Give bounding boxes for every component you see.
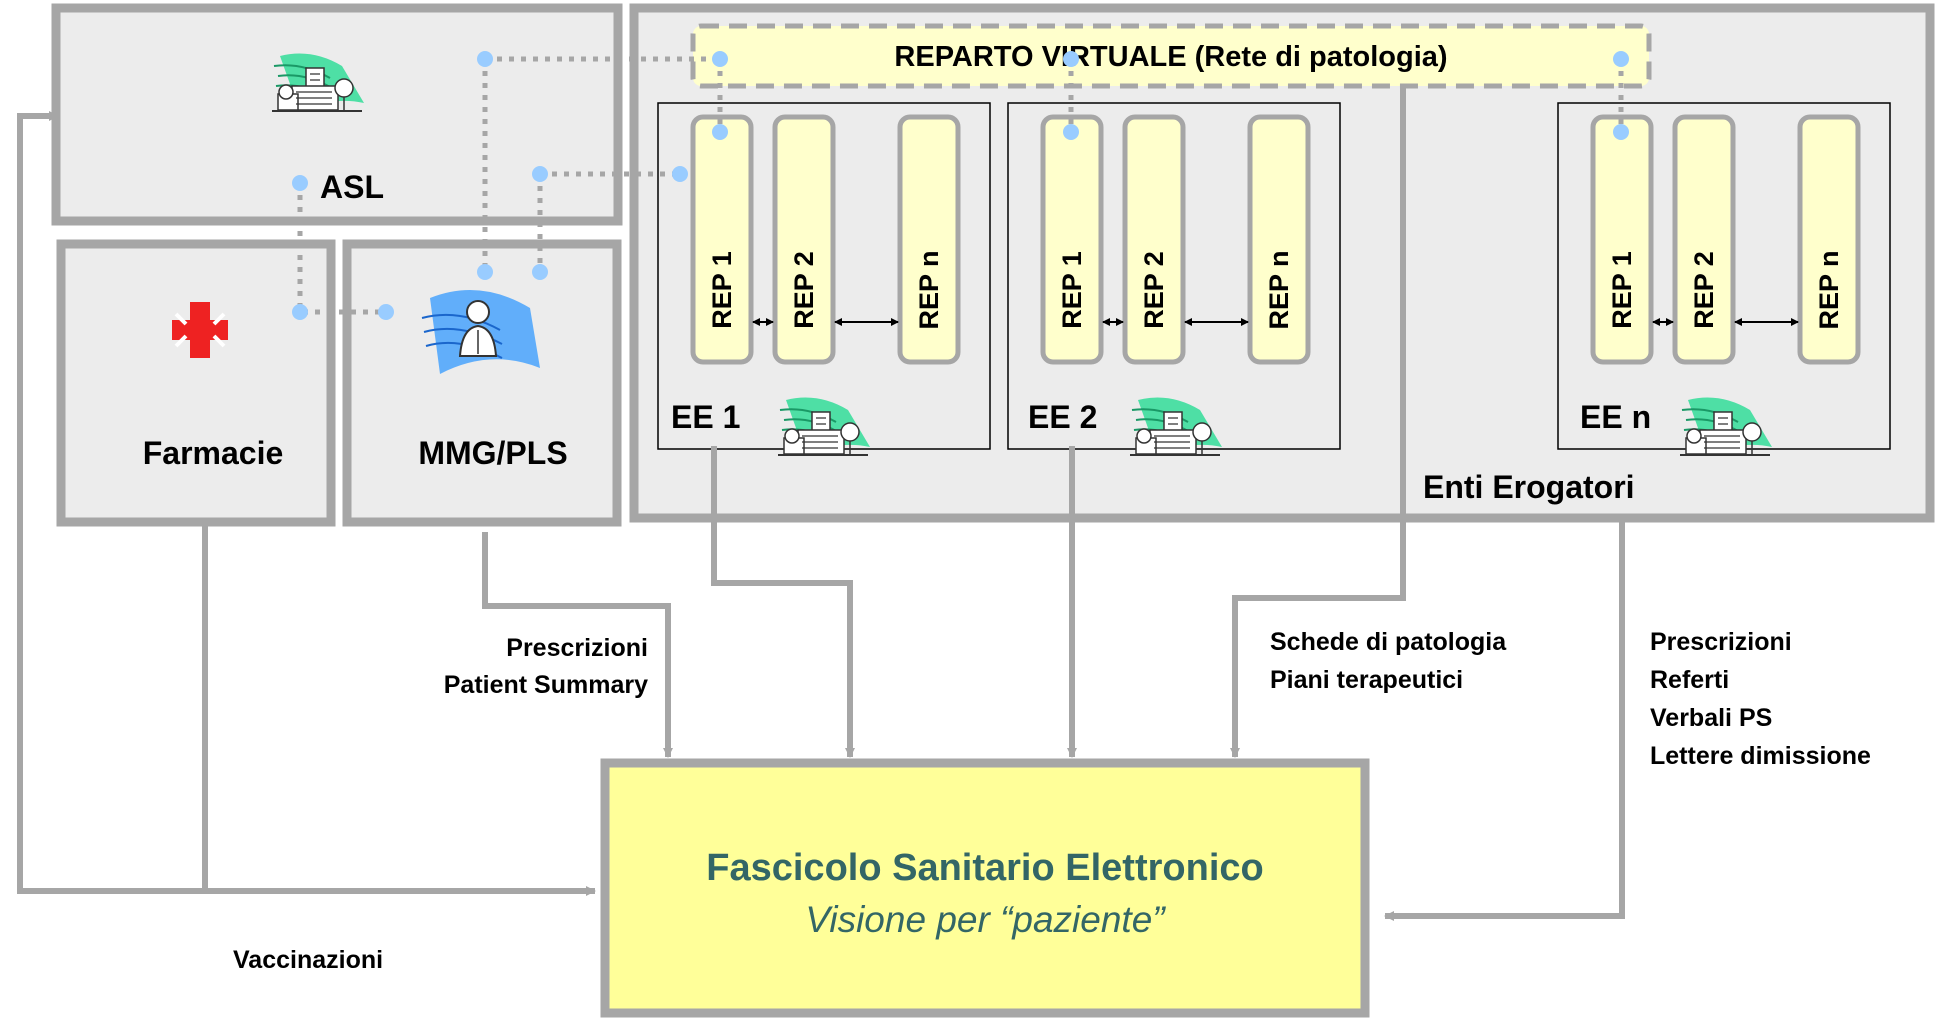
rep-box — [690, 114, 754, 365]
reparto-virtuale-label: REPARTO VIRTUALE (Rete di patologia) — [894, 41, 1447, 73]
rep-columns: REP 1 REP 2 REP n REP 1 REP 2 REP n REP 1 REP 2… — [690, 114, 1861, 365]
rep-box — [1247, 114, 1311, 365]
een-flow-label-1: Prescrizioni — [1650, 628, 1792, 656]
rep-label: REP 1 — [707, 251, 737, 329]
doctor-icon — [421, 290, 540, 374]
rep-box — [1590, 114, 1654, 365]
farmacie-box — [56, 239, 336, 527]
rep-label: REP 2 — [1139, 251, 1169, 329]
rep-box — [1797, 114, 1861, 365]
flow-arrows — [17, 88, 1625, 921]
connection-dots — [292, 51, 1629, 320]
farmacie-flow-label: Vaccinazioni — [233, 946, 383, 974]
rep-box — [897, 114, 961, 365]
rep-label: REP 1 — [1607, 251, 1637, 329]
fse-title: Fascicolo Sanitario Elettronico — [706, 847, 1263, 889]
farmacie-label: Farmacie — [143, 435, 284, 471]
een-flow-label-3: Verbali PS — [1650, 704, 1772, 732]
rep-label: REP 2 — [1689, 251, 1719, 329]
fse-subtitle: Visione per “paziente” — [805, 899, 1166, 940]
ee-n-label: EE n — [1580, 399, 1651, 435]
enti-erogatori-label: Enti Erogatori — [1423, 469, 1635, 505]
een-flow-label-4: Lettere dimissione — [1650, 742, 1871, 770]
rep-box — [1122, 114, 1186, 365]
dotted-connections — [297, 56, 1624, 315]
mmg-flow-label-1: Prescrizioni — [506, 634, 648, 662]
asl-label: ASL — [320, 169, 384, 205]
pharmacy-cross-icon — [172, 302, 228, 358]
rete-flow-label-2: Piani terapeutici — [1270, 666, 1463, 694]
rep-box — [1672, 114, 1736, 365]
rep-label: REP n — [1264, 250, 1294, 329]
ee-1-label: EE 1 — [671, 399, 740, 435]
rep-label: REP n — [914, 250, 944, 329]
fse-box — [600, 758, 1370, 1018]
mmg-flow-label-2: Patient Summary — [444, 671, 648, 699]
mmg-box — [342, 239, 622, 527]
rete-flow-label-1: Schede di patologia — [1270, 628, 1507, 656]
een-flow-label-2: Referti — [1650, 666, 1729, 694]
rep-box — [772, 114, 836, 365]
rep-label: REP 1 — [1057, 251, 1087, 329]
reparto-virtuale-bar — [690, 23, 1652, 89]
rep-box — [1040, 114, 1104, 365]
rep-label: REP 2 — [789, 251, 819, 329]
mmg-label: MMG/PLS — [418, 435, 567, 471]
ee-2-label: EE 2 — [1028, 399, 1097, 435]
rep-label: REP n — [1814, 250, 1844, 329]
